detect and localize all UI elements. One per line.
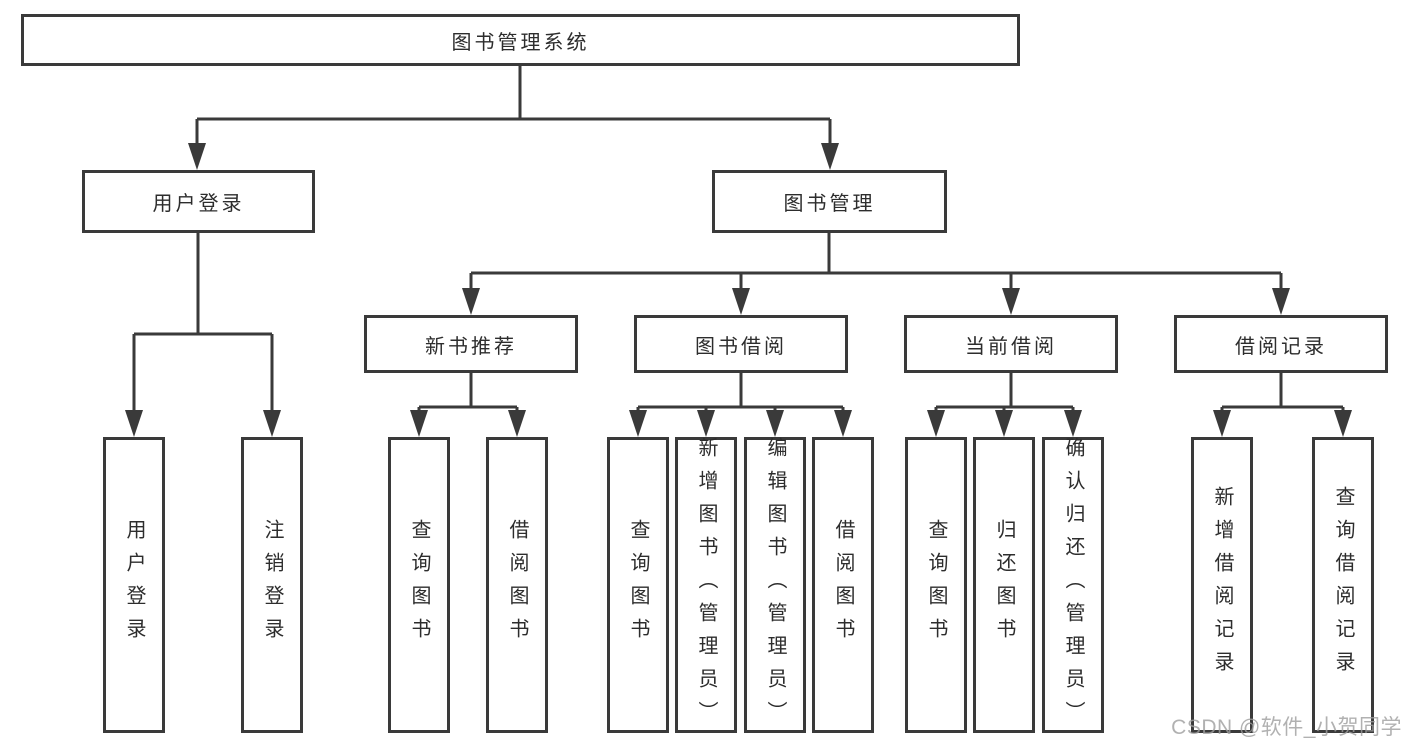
node-book-management-label: 图书管理 bbox=[783, 193, 876, 215]
node-borrowing-records-label: 借阅记录 bbox=[1235, 335, 1327, 358]
node-current-borrowing: 当前借阅 bbox=[904, 315, 1118, 373]
node-leaf-query-books-3-label: 查询图书 bbox=[925, 519, 947, 651]
node-leaf-return-book: 归还图书 bbox=[973, 437, 1035, 733]
node-leaf-return-book-label: 归还图书 bbox=[993, 519, 1015, 651]
node-new-book-recommend: 新书推荐 bbox=[364, 315, 578, 373]
node-leaf-add-book-admin: 新增图书（管理员） bbox=[675, 436, 737, 734]
node-leaf-confirm-return-admin-label: 确认归还（管理员） bbox=[1062, 436, 1084, 734]
node-leaf-user-login-label: 用户登录 bbox=[123, 519, 145, 651]
node-leaf-borrow-books-2-label: 借阅图书 bbox=[832, 519, 854, 651]
node-leaf-edit-book-admin-label: 编辑图书（管理员） bbox=[764, 436, 786, 734]
node-leaf-logout: 注销登录 bbox=[241, 437, 303, 733]
node-leaf-query-books-1-label: 查询图书 bbox=[408, 519, 430, 651]
node-leaf-borrow-books-1: 借阅图书 bbox=[486, 437, 548, 733]
node-leaf-query-borrow-record-label: 查询借阅记录 bbox=[1332, 486, 1354, 684]
node-book-management: 图书管理 bbox=[712, 170, 947, 233]
node-leaf-query-borrow-record: 查询借阅记录 bbox=[1312, 437, 1374, 733]
node-book-borrowing-label: 图书借阅 bbox=[695, 335, 787, 358]
node-leaf-edit-book-admin: 编辑图书（管理员） bbox=[744, 436, 806, 734]
node-leaf-borrow-books-2: 借阅图书 bbox=[812, 437, 874, 733]
node-leaf-query-books-1: 查询图书 bbox=[388, 437, 450, 733]
node-leaf-confirm-return-admin: 确认归还（管理员） bbox=[1042, 436, 1104, 734]
node-leaf-user-login: 用户登录 bbox=[103, 437, 165, 733]
node-library-management-system-label: 图书管理系统 bbox=[451, 31, 590, 54]
node-leaf-query-books-2: 查询图书 bbox=[607, 437, 669, 733]
node-leaf-add-borrow-record: 新增借阅记录 bbox=[1191, 437, 1253, 733]
node-borrowing-records: 借阅记录 bbox=[1174, 315, 1388, 373]
node-leaf-query-books-3: 查询图书 bbox=[905, 437, 967, 733]
node-user-login-label: 用户登录 bbox=[152, 193, 245, 215]
node-current-borrowing-label: 当前借阅 bbox=[965, 335, 1057, 358]
node-leaf-query-books-2-label: 查询图书 bbox=[627, 519, 649, 651]
node-book-borrowing: 图书借阅 bbox=[634, 315, 848, 373]
node-leaf-borrow-books-1-label: 借阅图书 bbox=[506, 519, 528, 651]
node-new-book-recommend-label: 新书推荐 bbox=[425, 335, 517, 358]
node-leaf-add-book-admin-label: 新增图书（管理员） bbox=[695, 436, 717, 734]
node-leaf-add-borrow-record-label: 新增借阅记录 bbox=[1211, 486, 1233, 684]
node-leaf-logout-label: 注销登录 bbox=[261, 519, 283, 651]
node-library-management-system: 图书管理系统 bbox=[21, 14, 1020, 66]
node-user-login: 用户登录 bbox=[82, 170, 315, 233]
watermark-text: CSDN @软件_小贺同学 bbox=[1171, 716, 1402, 739]
